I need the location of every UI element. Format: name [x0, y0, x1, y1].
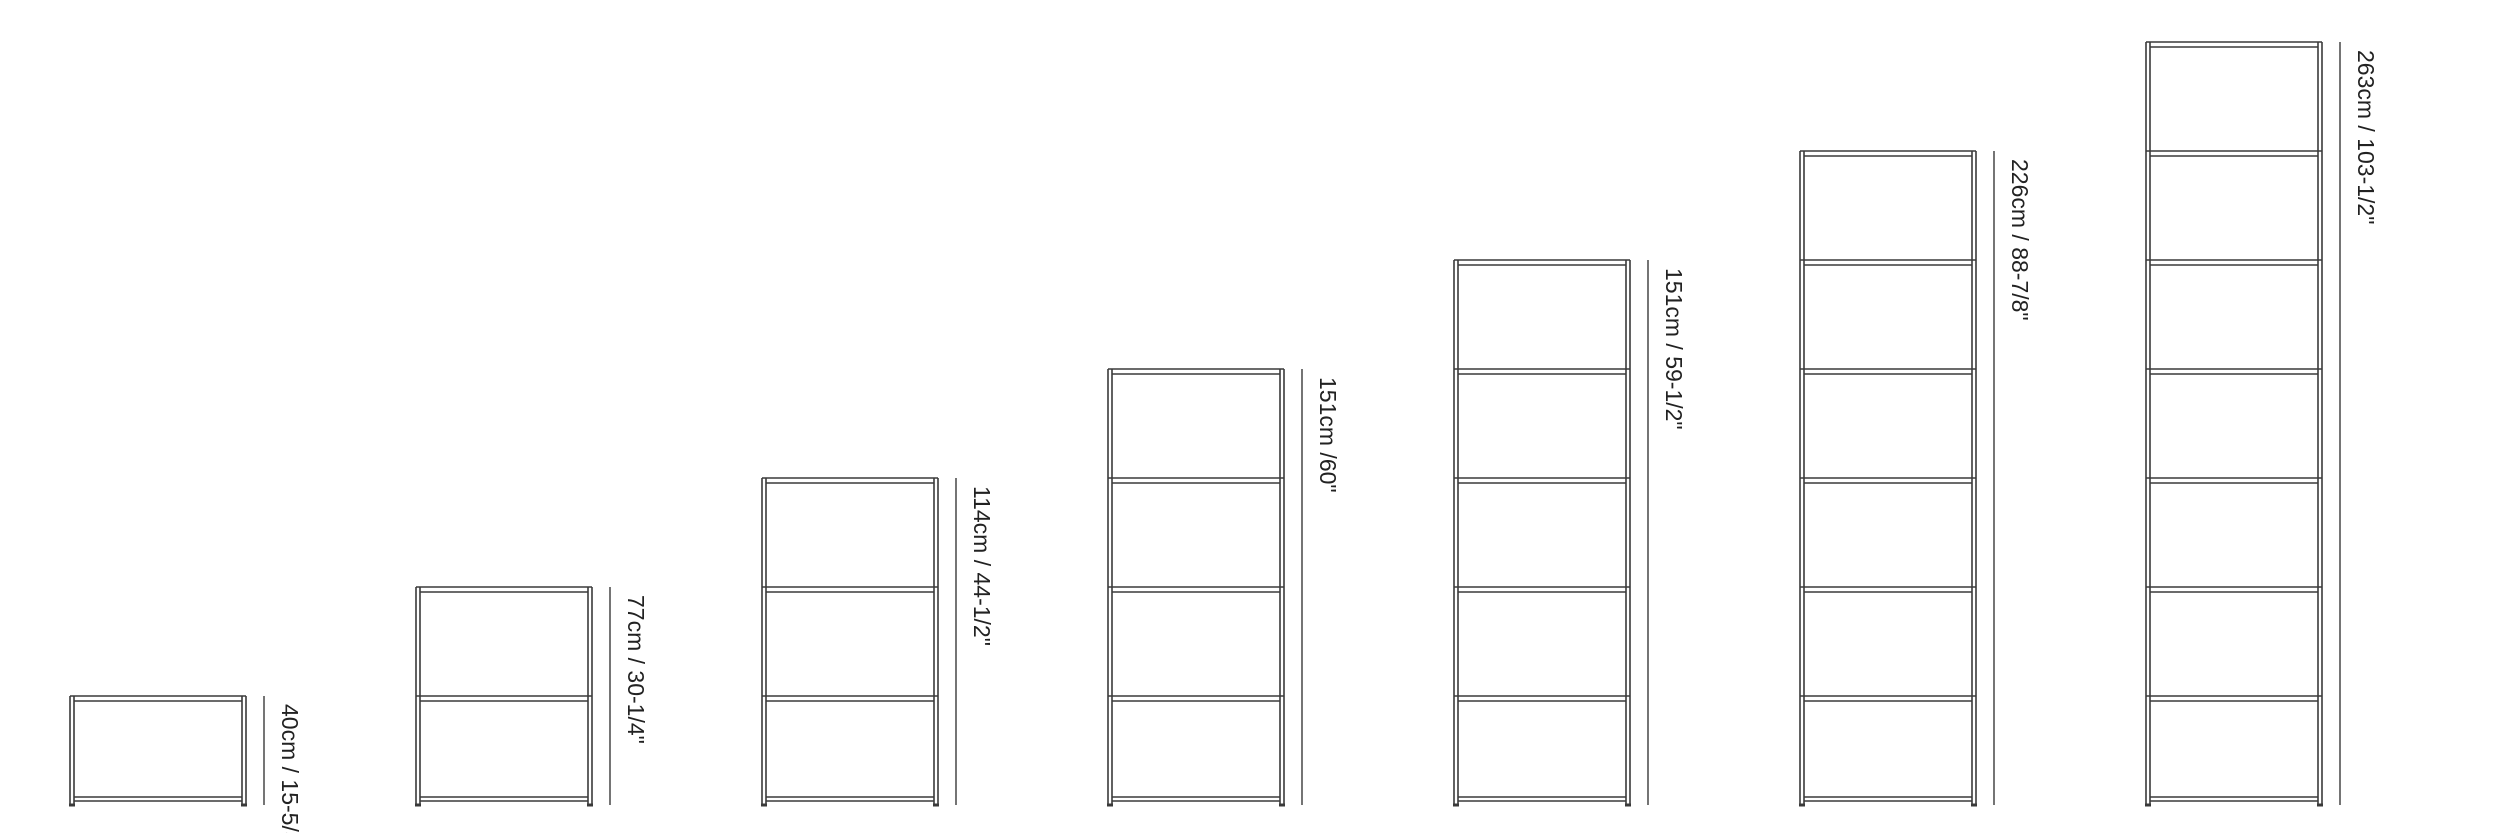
height-label: 114cm / 44-1/2": [969, 486, 995, 646]
height-label: 151cm /60": [1315, 377, 1341, 493]
shelving-unit: [1107, 368, 1285, 807]
height-label: 151cm / 59-1/2": [1661, 268, 1687, 430]
height-label: 40cm / 15-5/8": [277, 704, 303, 833]
height-label: 226cm / 88-7/8": [2007, 159, 2033, 321]
height-label: 77cm / 30-1/4": [623, 595, 649, 744]
shelving-unit: [1453, 259, 1631, 807]
shelving-unit: [1799, 150, 1977, 807]
height-label: 263cm / 103-1/2": [2353, 50, 2379, 224]
shelving-unit: [69, 695, 247, 807]
shelving-unit: [415, 586, 593, 807]
shelving-unit: [2145, 41, 2323, 807]
shelving-unit: [761, 477, 939, 807]
